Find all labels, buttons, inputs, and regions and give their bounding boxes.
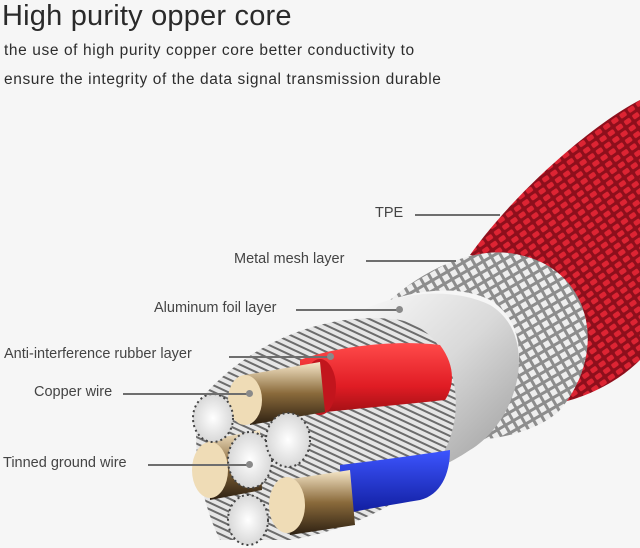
callout-line-copper [123, 393, 248, 395]
callout-dot-aluminum-foil [396, 306, 403, 313]
blue-insulation [340, 450, 450, 515]
tinned-strand-caps [192, 393, 311, 546]
callout-dot-copper [246, 390, 253, 397]
callout-line-tinned [148, 464, 248, 466]
callout-label-tpe: TPE [375, 205, 404, 221]
description-line-2: ensure the integrity of the data signal … [4, 71, 442, 88]
callout-line-metal-mesh [366, 260, 456, 262]
copper-wire-top [228, 362, 325, 425]
metal-mesh-layer [390, 252, 588, 440]
callout-line-aluminum-foil [296, 309, 398, 311]
callout-line-tpe [415, 214, 500, 216]
tpe-braid-jacket [470, 100, 640, 406]
description-line-1: the use of high purity copper core bette… [4, 42, 415, 59]
callout-dot-rubber [327, 353, 334, 360]
callout-dot-tinned [246, 461, 253, 468]
page-title: High purity opper core [2, 0, 292, 32]
copper-wire-bottom [269, 470, 355, 535]
aluminum-foil-layer [330, 293, 519, 472]
callout-label-metal-mesh: Metal mesh layer [234, 251, 345, 267]
callout-label-aluminum-foil: Aluminum foil layer [154, 300, 277, 316]
red-insulation [300, 343, 452, 415]
callout-line-rubber [229, 356, 329, 358]
callout-label-rubber: Anti-interference rubber layer [4, 346, 192, 362]
callout-label-tinned: Tinned ground wire [3, 455, 127, 471]
callout-label-copper: Copper wire [34, 384, 113, 400]
